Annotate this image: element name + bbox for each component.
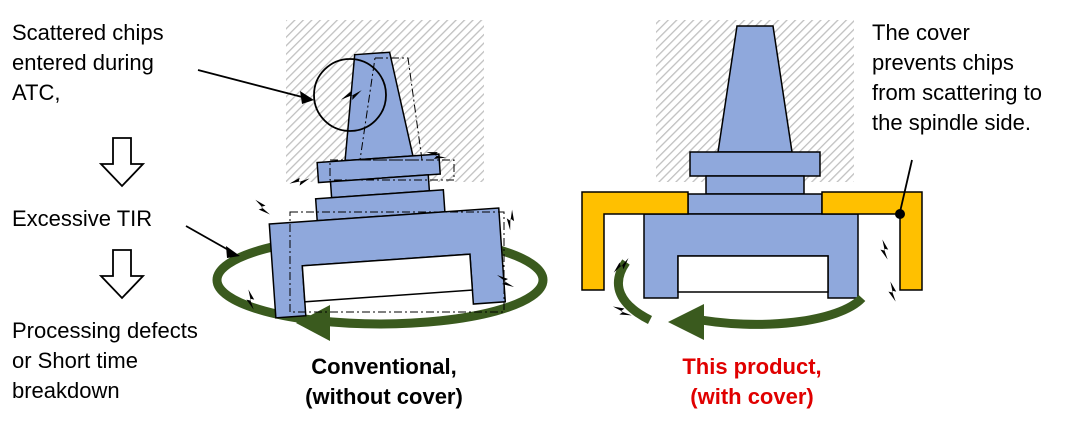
tilted-tool-holder <box>268 51 507 319</box>
tool-holder <box>643 25 859 299</box>
down-arrow-icon <box>98 137 146 188</box>
caption-conventional: Conventional, (without cover) <box>305 354 463 409</box>
lightning-icon <box>253 199 273 215</box>
rotation-arrow-icon <box>613 259 866 340</box>
ideal-position-outline <box>289 57 505 313</box>
lightning-icon <box>501 209 521 231</box>
conventional-assembly <box>185 20 548 341</box>
lightning-icon <box>874 239 896 260</box>
note-scattered-chips: Scattered chips entered during ATC, <box>12 20 164 105</box>
down-arrow-icon <box>98 249 146 300</box>
caption-this-product: This product, (with cover) <box>682 354 822 409</box>
chip-entry-circle <box>313 58 387 132</box>
product-assembly <box>581 20 923 340</box>
note-excessive-tir: Excessive TIR <box>12 206 153 231</box>
chip-cover <box>581 191 923 291</box>
note-cover-prevents: The cover prevents chips from scattering… <box>872 20 1042 135</box>
note-processing-defects: Processing defects or Short time breakdo… <box>12 318 198 403</box>
